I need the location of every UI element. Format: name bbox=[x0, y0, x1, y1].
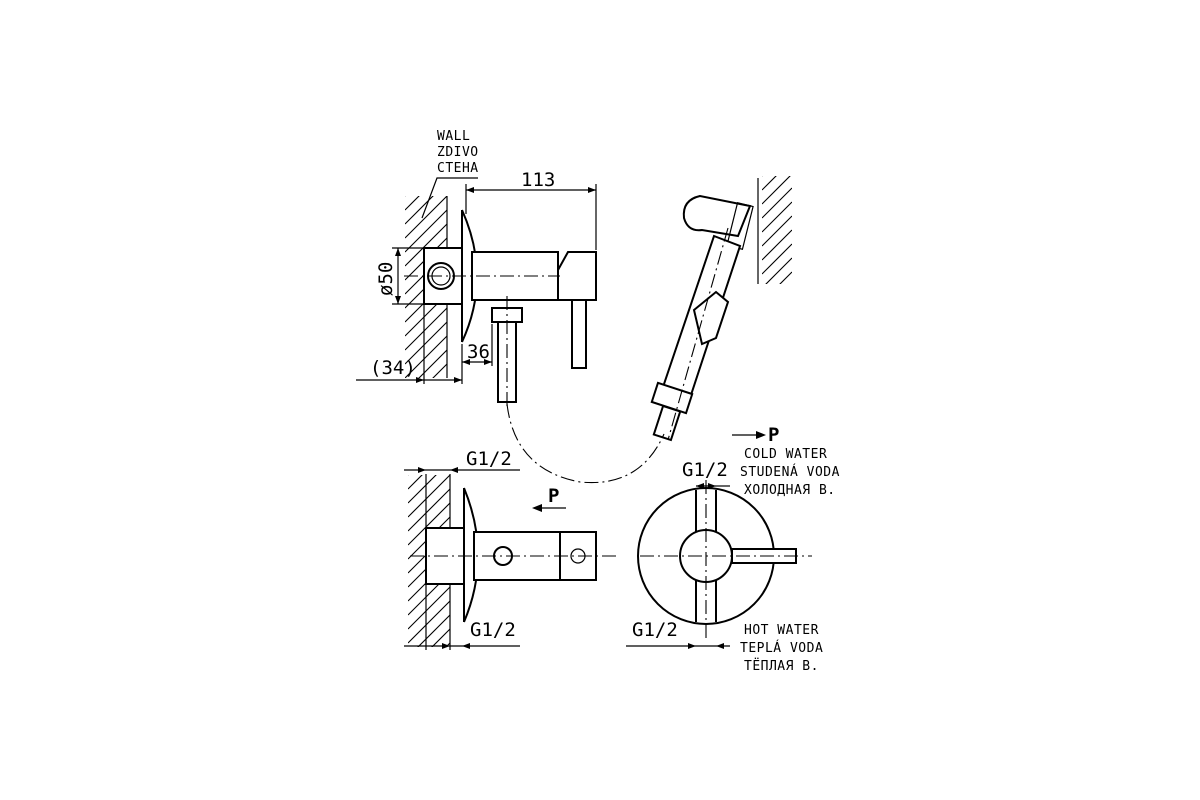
wall-leader bbox=[421, 177, 478, 219]
side-view-mixer: WALL ZDIVO СТЕНА 113 ø50 bbox=[356, 129, 597, 410]
hatch-line bbox=[762, 215, 792, 247]
hatch-line bbox=[762, 243, 792, 275]
hatch-line bbox=[405, 196, 434, 225]
dim-g12-bottom-left: G1/2 bbox=[470, 619, 516, 641]
wall-label-cz: ZDIVO bbox=[437, 145, 479, 160]
dim-g12-top-right: G1/2 bbox=[682, 459, 728, 481]
centerline-shower bbox=[667, 227, 729, 441]
hot-water-cz: TEPLÁ VODA bbox=[740, 640, 823, 656]
hatch-line bbox=[432, 363, 447, 378]
dim-113-label: 113 bbox=[521, 169, 555, 191]
wall-label: WALL ZDIVO СТЕНА bbox=[437, 129, 479, 176]
dim-g12-top-left: G1/2 bbox=[466, 448, 512, 470]
hatch-line bbox=[762, 187, 792, 219]
hatch-line bbox=[405, 196, 420, 211]
hatch-line bbox=[431, 628, 450, 647]
shower-connector bbox=[652, 404, 682, 442]
wall-hatch-top-right bbox=[762, 176, 792, 316]
hatch-line bbox=[779, 271, 792, 284]
hatch-line bbox=[408, 475, 450, 518]
hatch-line bbox=[445, 642, 450, 647]
p-marker-right: P bbox=[768, 424, 779, 446]
hatch-line bbox=[405, 209, 447, 253]
p-marker-left: P bbox=[548, 485, 559, 507]
hot-water-ru: ТЁПЛАЯ В. bbox=[744, 658, 819, 674]
hatch-line bbox=[405, 196, 447, 239]
hatch-line bbox=[762, 176, 763, 177]
cold-water-cz: STUDENÁ VODA bbox=[740, 464, 840, 480]
cold-water-en: COLD WATER bbox=[744, 447, 827, 462]
shower-holder bbox=[682, 194, 752, 238]
handle-lever bbox=[571, 299, 587, 369]
hatch-line bbox=[762, 176, 791, 205]
hand-shower bbox=[506, 176, 792, 484]
hatch-line bbox=[405, 223, 447, 267]
front-view: G1/2 G1/2 bbox=[626, 459, 812, 649]
hatch-line bbox=[762, 201, 792, 233]
wall-label-ru: СТЕНА bbox=[437, 161, 479, 176]
hot-water-callout: HOT WATER TEPLÁ VODA ТЁПЛАЯ В. bbox=[740, 623, 823, 674]
hatch-line bbox=[408, 600, 450, 644]
hatch-line bbox=[418, 349, 447, 378]
hatch-line bbox=[762, 229, 792, 261]
bottom-side-view: G1/2 G1/2 P bbox=[404, 448, 618, 650]
dim-34-label: (34) bbox=[370, 357, 416, 379]
handle-base bbox=[557, 251, 597, 301]
hatch-line bbox=[762, 286, 792, 316]
shower-trigger bbox=[692, 290, 730, 346]
hatch-line bbox=[408, 475, 437, 504]
hatch-line bbox=[408, 475, 409, 476]
hatch-line bbox=[765, 257, 792, 284]
cold-water-ru: ХОЛОДНАЯ В. bbox=[744, 483, 836, 498]
wall-label-en: WALL bbox=[437, 129, 470, 144]
dim-g12-bottom-right: G1/2 bbox=[632, 619, 678, 641]
hatch-line bbox=[405, 335, 447, 378]
hatch-line bbox=[417, 614, 450, 647]
hatch-line bbox=[762, 176, 777, 191]
hose-path bbox=[506, 403, 665, 484]
cold-water-callout: P COLD WATER STUDENÁ VODA ХОЛОДНАЯ В. bbox=[732, 424, 840, 498]
hatch-line bbox=[408, 502, 450, 546]
dim-36-label: 36 bbox=[467, 341, 490, 363]
hatch-line bbox=[408, 488, 450, 532]
hatch-line bbox=[408, 475, 423, 490]
dim-d50-label: ø50 bbox=[375, 262, 397, 296]
hatch-line bbox=[405, 321, 447, 365]
hot-water-en: HOT WATER bbox=[744, 623, 819, 638]
hatch-line bbox=[446, 377, 447, 378]
hatch-line bbox=[405, 307, 447, 351]
hatch-line bbox=[408, 586, 450, 630]
